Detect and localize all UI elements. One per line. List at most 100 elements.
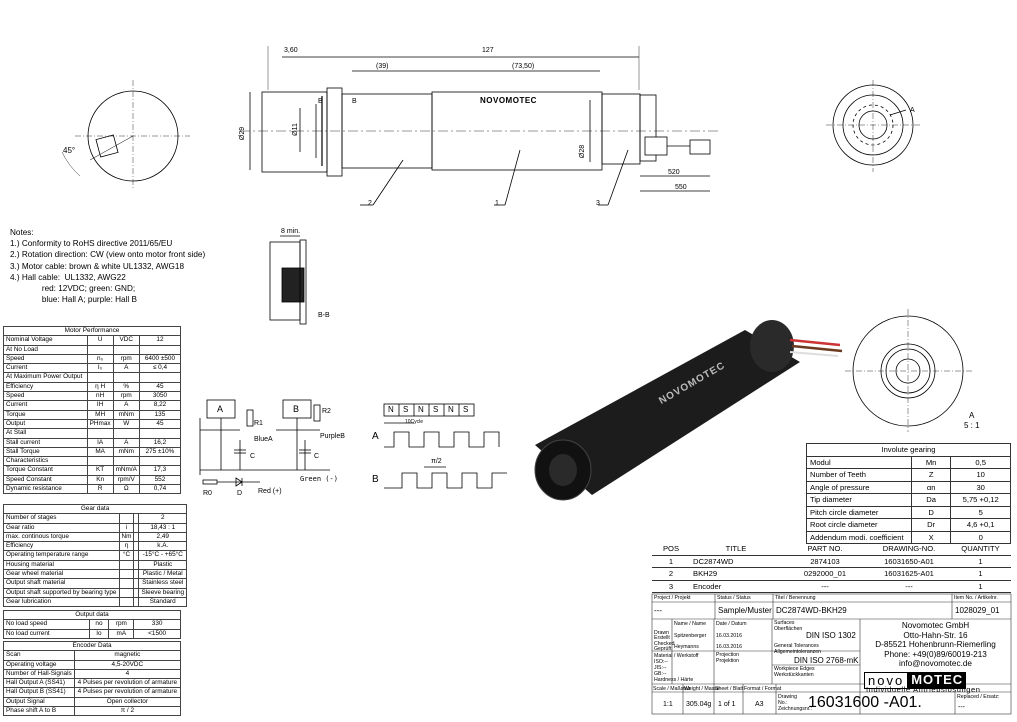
waveform-diagram (383, 403, 507, 489)
note-line-4: 4.) Hall cable: UL1332, AWG22 (10, 272, 126, 282)
table-cell: BKH29 (690, 567, 782, 581)
table-cell: Plastic (138, 559, 188, 571)
table-cell: 45 (138, 381, 182, 393)
table-cell: VDC (112, 335, 140, 346)
company-phone: Phone: +49(0)89/60019-213 (884, 649, 987, 659)
dim-550: 550 (675, 184, 687, 191)
column-header: TITLE (690, 543, 782, 556)
table-cell: 4 Pulses per revolution of armature (73, 678, 182, 689)
scale-value: 1:1 (663, 701, 673, 708)
edges-label: Workpiece Edges Werkstückkanten (774, 666, 815, 678)
table-cell: 4 Pulses per revolution of armature (73, 687, 182, 698)
dim-angle-45: 45° (63, 146, 76, 155)
tolerances-label: General Tolerances Allgemeintoleranzen (774, 643, 822, 655)
weight-label: Weight / Masse (684, 686, 720, 692)
checked-name: Heymanns (674, 644, 699, 650)
column-header: QUANTITY (950, 543, 1011, 556)
pole-2: S (403, 405, 409, 414)
table-cell: Plastic / Metal (138, 569, 188, 580)
section-marker-b-2: B (352, 98, 357, 105)
notes-title: Notes: (10, 228, 34, 237)
company-logo: novo MOTEC (864, 672, 994, 689)
table-cell: 1 (652, 555, 690, 569)
pole-1: N (388, 405, 394, 414)
table-cell: mNm (112, 409, 140, 420)
callout-2: 2 (368, 200, 372, 207)
table-cell: Ω (112, 484, 140, 495)
note-line-2: 2.) Rotation direction: CW (view onto mo… (10, 250, 206, 260)
table-cell: 16031625-A01 (868, 567, 950, 581)
project-value: --- (654, 606, 662, 615)
item-value: 1028029_01 (955, 606, 1000, 615)
table-cell: 45 (138, 418, 182, 430)
hall-r1: R1 (254, 420, 263, 427)
checked-label: Checked Geprüft (654, 641, 675, 652)
table-cell: Sleeve bearing (138, 587, 188, 598)
pole-6: S (463, 405, 469, 414)
iso-label: ISO:-- (654, 659, 668, 665)
iso1302-value: DIN ISO 1302 (806, 631, 856, 640)
pole-4: S (433, 405, 439, 414)
table-cell: --- (782, 580, 868, 594)
table-row: Hall Output B (SS41)4 Pulses per revolut… (3, 687, 182, 698)
note-line-5: red: 12VDC; green: GND; (10, 284, 136, 294)
table-cell: 0292000_01 (782, 567, 868, 581)
hall-green: Green (-) (300, 475, 338, 483)
table-cell: 16031650-A01 (868, 555, 950, 569)
table-cell: <1500 (133, 628, 181, 639)
format-label: Format / Format (744, 686, 782, 692)
waveform-b-label: B (372, 474, 379, 485)
dim-520: 520 (668, 169, 680, 176)
name-label: Name / Name (674, 621, 706, 627)
section-marker-b: B (318, 98, 323, 105)
table-cell: mA (108, 628, 135, 639)
table-cell: W (112, 418, 140, 430)
hall-c1: C (250, 453, 256, 460)
table-cell: 4,5-20VDC (73, 659, 182, 670)
hall-red: Red (+) (258, 488, 282, 495)
table-row: Hall Output A (SS41)4 Pulses per revolut… (3, 678, 182, 689)
side-view-motor (240, 46, 720, 206)
table-cell: % (112, 381, 140, 393)
hall-blue-a: BlueA (254, 436, 273, 443)
title-value: DC2874WD-BKH29 (776, 606, 847, 615)
section-bb (269, 235, 307, 325)
table-cell: Standard (138, 596, 188, 608)
hardness-label: Hardness / Härte (654, 677, 694, 683)
table-cell: 0,74 (138, 484, 182, 495)
table-cell: 16,2 (138, 437, 182, 448)
company-city: D-85521 Hohenbrunn-Riemerling (875, 640, 996, 649)
scale-label: Scale / Maßstab (653, 686, 691, 692)
output-data-title: Output data (3, 609, 181, 621)
table-cell: magnetic (73, 650, 182, 661)
table-cell: Stainless steel (138, 578, 188, 589)
replaced-value: --- (958, 704, 965, 711)
end-view-left (61, 80, 190, 190)
date-label: Date / Datum (716, 621, 747, 627)
table-cell: --- (868, 580, 950, 594)
table-cell: 18,43 : 1 (138, 522, 188, 533)
logo-novo: novo (864, 672, 909, 689)
section-label-bb: B-B (318, 312, 330, 319)
table-cell: A (112, 400, 140, 411)
table-cell: ≤ 0,4 (138, 363, 182, 374)
format-value: A3 (755, 701, 764, 708)
logo-motec: MOTEC (908, 672, 967, 689)
end-view-right (826, 80, 920, 172)
item-label: Item No. / Artikelnr. (954, 595, 998, 601)
table-cell: 2 (652, 567, 690, 581)
